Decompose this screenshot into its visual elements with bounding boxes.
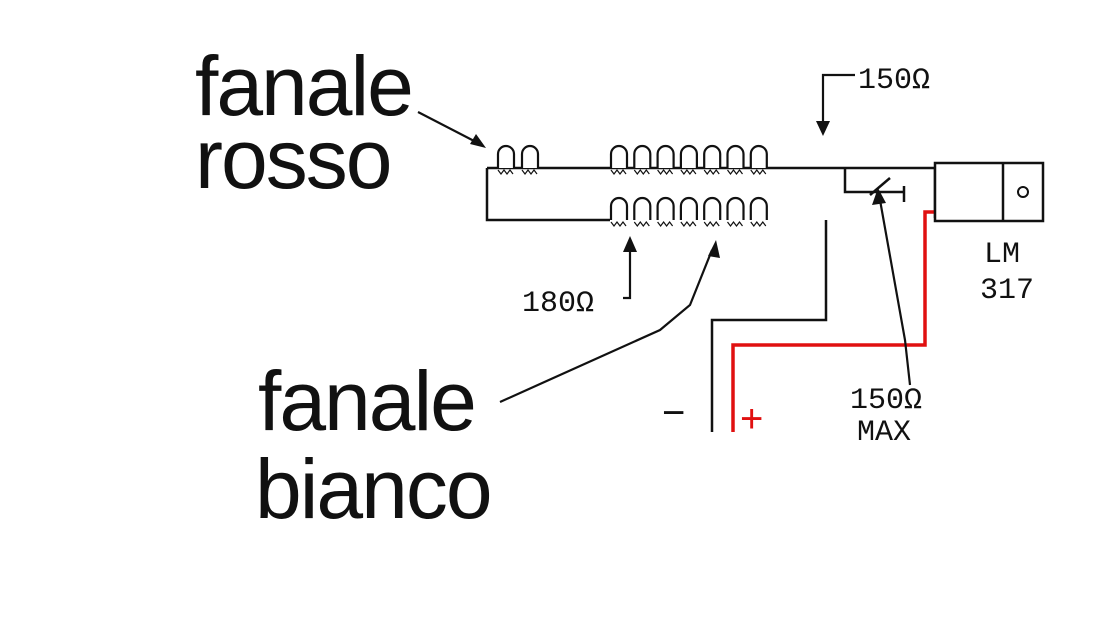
resistor-icon [633,221,650,227]
red-led-8 [726,144,745,175]
led-icon [609,144,629,168]
white-light-label-line2: bianco [255,442,491,536]
white-led-1 [609,196,629,227]
led-strings [496,144,768,227]
led-icon [679,196,698,220]
red-light-leader [417,111,479,144]
led-icon [726,196,745,220]
led-icon [633,144,652,168]
resistor-icon [680,221,697,227]
led-icon [749,196,768,220]
red-led-4 [633,144,652,175]
led-icon [703,144,722,168]
resistor-icon [657,169,674,175]
resistor-icon [750,221,767,227]
red-led-1 [496,144,516,175]
arrowheads [470,121,886,258]
white-led-3 [656,196,675,227]
led-icon [520,144,540,168]
red-led-6 [679,144,698,175]
regulator-body [933,161,1045,223]
red-led-5 [656,144,675,175]
resistor-icon [633,169,650,175]
white-light-label-line1: fanale [258,354,475,448]
resistor-icon [727,169,743,175]
positive-terminal-label: + [740,397,763,441]
positive-wire [731,210,935,432]
resistor-icon [497,169,514,175]
trimmer-body-wire [843,168,904,194]
left-return-wire [485,168,610,222]
red-light-arrowhead-icon [470,134,486,148]
white-led-4 [679,196,698,227]
resistor-icon [610,169,627,175]
top-resistor-leader [821,73,855,125]
bottom-resistor-arrowhead-icon [623,236,637,252]
led-icon [656,196,675,220]
red-light-label-line1: fanale [195,39,412,133]
resistor-icon [521,169,538,175]
red-led-7 [703,144,722,175]
led-icon [633,196,652,220]
bottom-resistor-leader [623,246,632,300]
bottom-resistor-label: 180Ω [522,287,594,321]
top-resistor-label: 150Ω [858,64,930,98]
trimmer-arrowhead-icon [872,188,886,205]
lm317-regulator [933,161,1045,223]
led-icon [703,196,722,220]
red-led-9 [749,144,768,175]
resistor-icon [680,169,697,175]
resistor-icon [750,169,767,175]
regulator-label-line1: LM [984,238,1020,272]
trimmer-wiper-wire [869,177,891,196]
trimmer-label-line1: 150Ω [850,384,922,418]
top-resistor-arrowhead-icon [816,121,830,136]
red-light-label-line2: rosso [195,112,390,206]
white-light-arrowhead-icon [708,240,720,258]
resistor-icon [703,221,720,227]
resistor-icon [703,169,720,175]
negative-wire [710,220,828,432]
white-led-7 [749,196,768,227]
led-icon [496,144,516,168]
resistor-icon [727,221,743,227]
white-light-leader [499,249,714,404]
trimmer-leader [878,199,912,386]
white-led-6 [726,196,745,227]
trimmer-label-line2: MAX [857,416,911,450]
resistor-icon [657,221,674,227]
red-led-3 [609,144,629,175]
leader-lines [417,73,912,404]
resistor-icon [610,221,627,227]
white-led-5 [703,196,722,227]
white-led-2 [633,196,652,227]
red-led-2 [520,144,540,175]
led-icon [749,144,768,168]
negative-terminal-label: − [662,391,685,435]
mounting-hole-icon [1017,186,1029,198]
led-icon [656,144,675,168]
regulator-label-line2: 317 [980,274,1034,308]
led-icon [726,144,745,168]
led-icon [679,144,698,168]
led-icon [609,196,629,220]
